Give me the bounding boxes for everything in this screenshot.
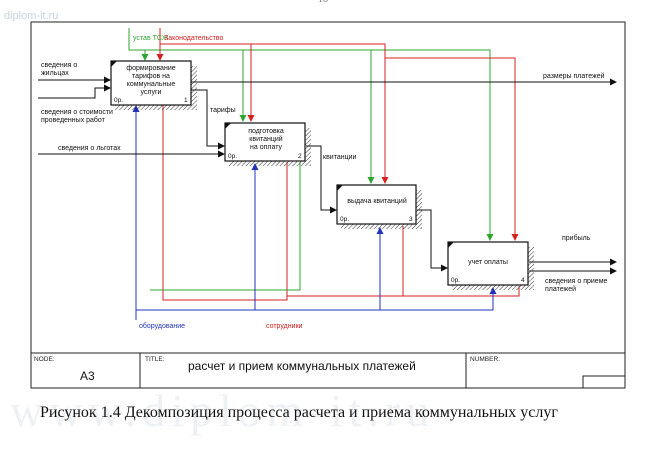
flow-arrows — [38, 76, 617, 275]
box-3-number: 3 — [409, 216, 413, 223]
activity-box-4[interactable]: учет оплаты 0р. 4 — [447, 241, 534, 290]
frame-number-label: NUMBER: — [470, 356, 500, 363]
box-1-name-2: тарифов на — [132, 73, 170, 80]
watermark-large: www.diplom-it.ru — [10, 385, 436, 436]
box-4-name-1: учет оплаты — [468, 259, 508, 266]
box-2-name-2: квитанций — [249, 135, 282, 143]
box-2-name-1: подготовка — [248, 128, 284, 135]
label-tariffs: тарифы — [210, 107, 236, 114]
frame-title-value: расчет и прием коммунальных платежей — [188, 359, 416, 373]
feedback-green — [150, 162, 301, 291]
arrow-labels: сведения о жильцах сведения о стоимости … — [41, 35, 608, 330]
box-4-cost: 0р. — [451, 277, 460, 284]
label-input-residents-2: жильцах — [41, 70, 69, 77]
label-input-residents-1: сведения о — [41, 62, 77, 69]
label-control-law: Законодательство — [164, 35, 223, 42]
box-1-cost: 0р. — [114, 97, 123, 104]
activity-box-1[interactable]: формирование тарифов на коммунальные усл… — [110, 60, 197, 110]
page-number: 18 — [318, 0, 328, 5]
frame-title-label: TITLE: — [145, 356, 165, 363]
frame-node-value: A3 — [80, 369, 95, 383]
activity-box-3[interactable]: выдача квитанций 0р. 3 — [336, 184, 422, 229]
label-input-work-cost-1: сведения о стоимости — [41, 109, 113, 116]
label-output-payment-info-2: платежей — [545, 285, 576, 293]
control-arrow-law — [156, 28, 519, 241]
watermark-corner: diplom-it.ru — [4, 10, 59, 22]
diagram-frame — [30, 21, 626, 389]
label-mechanism-equipment: оборудование — [139, 322, 185, 330]
box-2-name-3: на оплату — [250, 144, 282, 151]
box-2-cost: 0р. — [228, 153, 237, 160]
label-control-charter: устав ТСЖ — [133, 35, 169, 42]
label-input-work-cost-2: проведенных работ — [41, 116, 106, 124]
frame-labels: NODE: A3 TITLE: расчет и прием коммуналь… — [34, 356, 500, 383]
box-3-name-1: выдача квитанций — [347, 197, 407, 205]
box-1-name-1: формирование — [126, 65, 175, 72]
box-2-number: 2 — [298, 153, 302, 160]
box-4-number: 4 — [521, 277, 525, 284]
label-receipts: квитанции — [323, 154, 356, 161]
activity-box-2[interactable]: подготовка квитанций на оплату 0р. 2 — [224, 122, 311, 166]
frame-node-label: NODE: — [34, 356, 55, 363]
box-3-cost: 0р. — [340, 216, 349, 223]
idef0-diagram: формирование тарифов на коммунальные усл… — [30, 21, 626, 389]
box-1-name-3: коммунальные — [127, 81, 176, 88]
mechanism-arrows — [132, 105, 497, 320]
label-output-payment-info-1: сведения о приеме — [545, 278, 608, 285]
box-1-number: 1 — [184, 97, 188, 104]
box-1-name-4: услуги — [141, 89, 162, 96]
label-output-payments: размеры платежей — [543, 72, 605, 80]
figure-caption: Рисунок 1.4 Декомпозиция процесса расчет… — [40, 404, 558, 421]
label-mechanism-staff: сотрудники — [266, 323, 303, 330]
control-arrow-charter — [128, 28, 494, 241]
label-input-benefits: сведения о льготах — [58, 145, 121, 152]
label-output-profit: прибыль — [562, 234, 591, 242]
